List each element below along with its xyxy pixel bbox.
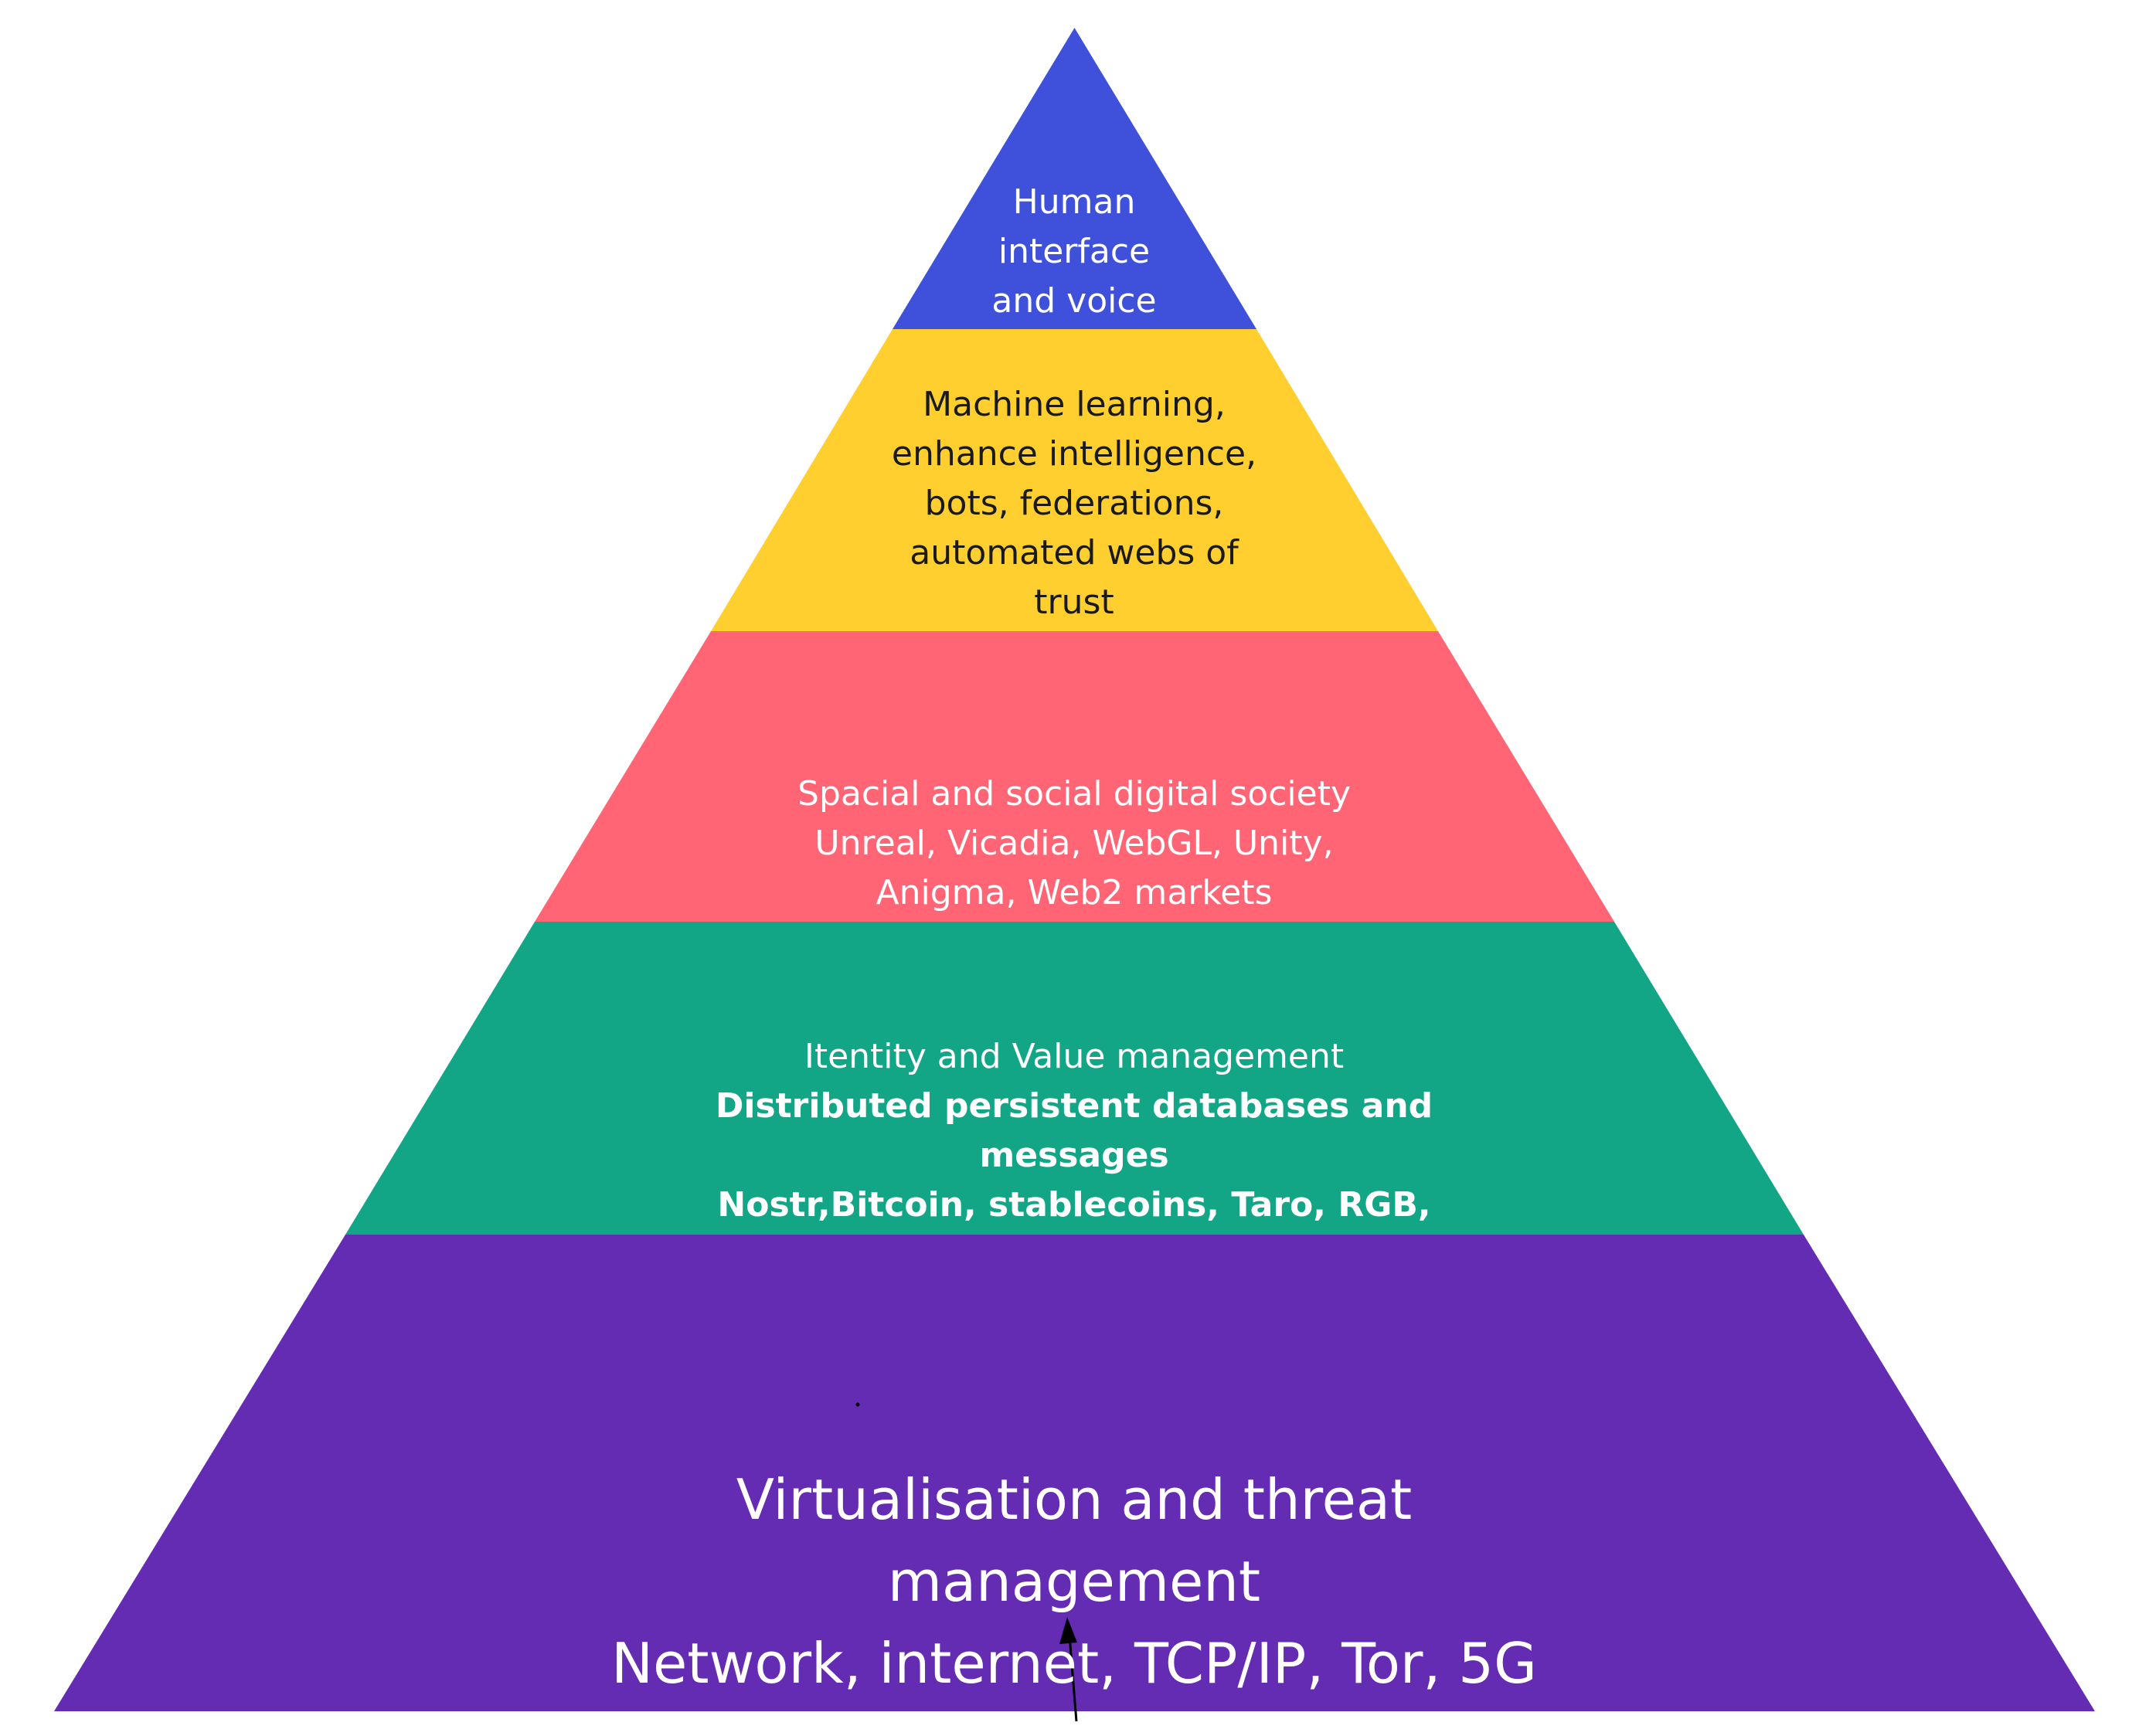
layer-second-line-5: trust: [1034, 583, 1114, 622]
layer-second-line-3: bots, federations,: [924, 484, 1224, 523]
layer-second-line-4: automated webs of: [910, 533, 1239, 572]
layer-fourth-line-1: Itentity and Value management: [804, 1037, 1345, 1076]
layer-top-line-3: and voice: [991, 281, 1157, 321]
layer-third-line-3: Anigma, Web2 markets: [876, 873, 1273, 912]
layer-text-fourth: Itentity and Value management Distribute…: [716, 1032, 1433, 1230]
pyramid-layer-base: [54, 1235, 2095, 1711]
layer-text-base: Virtualisation and threat management Net…: [611, 1459, 1537, 1704]
pyramid-layer-third: [535, 631, 1614, 922]
pyramid-layer-second: [711, 329, 1438, 631]
layer-second-line-2: enhance intelligence,: [891, 434, 1257, 474]
layer-third-line-2: Unreal, Vicadia, WebGL, Unity,: [814, 824, 1334, 863]
layer-third-line-1: Spacial and social digital society: [797, 774, 1351, 814]
layer-fourth-line-3: messages: [979, 1136, 1169, 1175]
layer-top-line-2: interface: [998, 232, 1151, 271]
layer-base-line-2: management: [887, 1549, 1261, 1614]
stray-dot: [855, 1402, 860, 1407]
layer-base-line-1: Virtualisation and threat: [736, 1467, 1413, 1532]
layer-top-line-1: Human: [1012, 182, 1136, 222]
layer-fourth-line-4: Nostr,Bitcoin, stablecoins, Taro, RGB,: [717, 1185, 1431, 1225]
layer-text-third: Spacial and social digital society Unrea…: [797, 769, 1351, 918]
pyramid-layer-fourth: [345, 922, 1804, 1235]
layer-second-line-1: Machine learning,: [923, 385, 1226, 424]
layer-text-second: Machine learning, enhance intelligence, …: [892, 380, 1256, 627]
layer-text-top: Human interface and voice: [991, 178, 1156, 326]
pyramid-layer-top: [893, 28, 1256, 329]
layer-base-line-3: Network, internet, TCP/IP, Tor, 5G: [611, 1631, 1537, 1696]
layer-fourth-line-2: Distributed persistent databases and: [715, 1086, 1433, 1126]
arrow-head: [1059, 1617, 1077, 1644]
